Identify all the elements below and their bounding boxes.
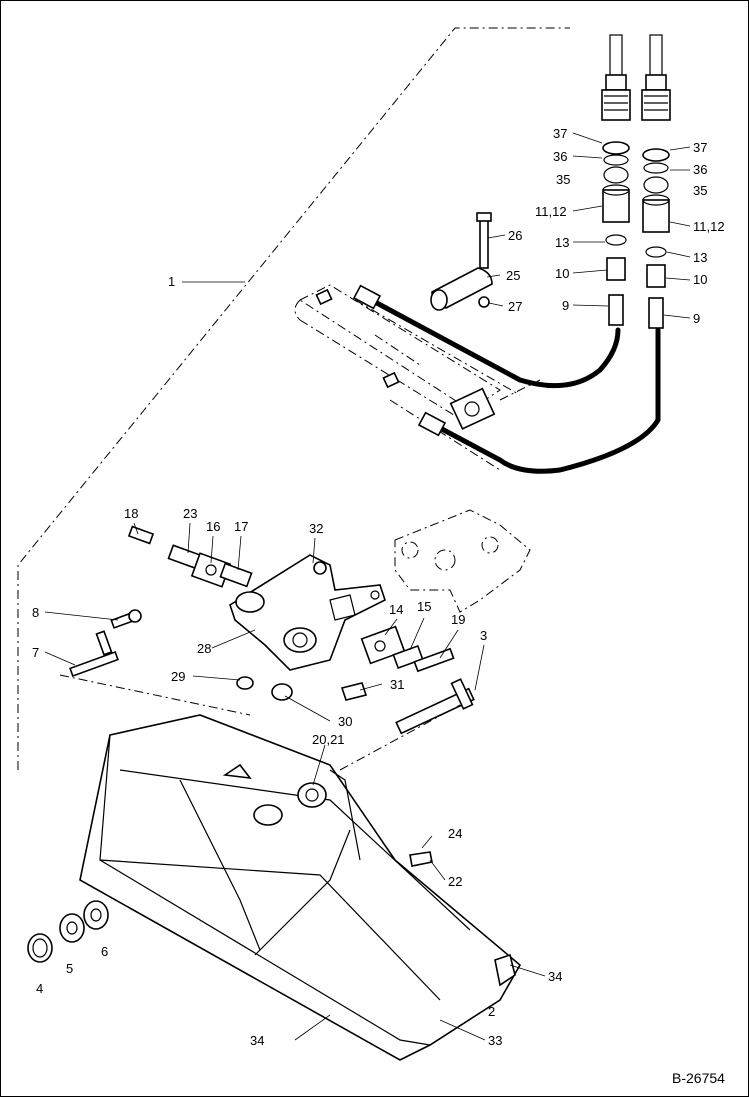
callout-2: 2 — [488, 1004, 495, 1019]
callout-32: 32 — [309, 521, 323, 536]
callout-30: 30 — [338, 714, 352, 729]
callout-9-right: 9 — [693, 311, 700, 326]
callout-26: 26 — [508, 228, 522, 243]
pins-and-bolts — [69, 609, 475, 735]
callout-34-bottom: 34 — [250, 1033, 264, 1048]
callout-29: 29 — [171, 669, 185, 684]
callout-11-12-left: 11,12 — [535, 204, 567, 219]
callout-22: 22 — [448, 874, 462, 889]
callout-36-right: 36 — [693, 162, 707, 177]
quick-coupler-outline — [394, 509, 531, 613]
callout-28: 28 — [197, 641, 211, 656]
callout-33: 33 — [488, 1033, 502, 1048]
callout-18: 18 — [124, 506, 138, 521]
washers — [27, 900, 109, 963]
callout-4: 4 — [36, 981, 43, 996]
drawing-reference-number: B-26754 — [672, 1070, 725, 1086]
callout-19: 19 — [451, 612, 465, 627]
callout-11-12-right: 11,12 — [693, 219, 725, 234]
callout-37-right: 37 — [693, 140, 707, 155]
callout-35-left: 35 — [556, 172, 570, 187]
callout-7: 7 — [32, 645, 39, 660]
callout-31: 31 — [390, 677, 404, 692]
callout-20-21: 20,21 — [312, 732, 345, 747]
callout-14: 14 — [389, 602, 403, 617]
callout-17: 17 — [234, 519, 248, 534]
callout-5: 5 — [66, 961, 73, 976]
tilt-cylinder-outline — [294, 284, 521, 471]
callout-labels: 1 2 3 4 5 6 7 8 9 9 10 10 11,12 11,12 13… — [32, 126, 725, 1048]
callout-13-left: 13 — [555, 235, 569, 250]
callout-34-right: 34 — [548, 969, 562, 984]
callout-36-left: 36 — [553, 149, 567, 164]
leader-lines — [44, 132, 691, 1041]
callout-25: 25 — [506, 268, 520, 283]
callout-27: 27 — [508, 299, 522, 314]
mounting-bracket — [229, 554, 386, 671]
callout-15: 15 — [417, 599, 431, 614]
hydraulic-hoses — [352, 284, 661, 474]
callout-23: 23 — [183, 506, 197, 521]
callout-3: 3 — [480, 628, 487, 643]
callout-37-left: 37 — [553, 126, 567, 141]
callout-9-left: 9 — [562, 298, 569, 313]
assembly-boundary — [17, 27, 570, 770]
callout-10-left: 10 — [555, 266, 569, 281]
coupler-stack-left — [601, 34, 631, 326]
callout-8: 8 — [32, 605, 39, 620]
pin-and-bolt — [430, 212, 493, 311]
callout-6: 6 — [101, 944, 108, 959]
callout-24: 24 — [448, 826, 462, 841]
locking-blocks — [127, 525, 424, 670]
bucket — [79, 714, 522, 1061]
callout-35-right: 35 — [693, 183, 707, 198]
centerlines — [59, 379, 541, 771]
callout-10-right: 10 — [693, 272, 707, 287]
callout-16: 16 — [206, 519, 220, 534]
callout-1: 1 — [168, 274, 175, 289]
coupler-stack-right — [641, 34, 671, 329]
callout-13-right: 13 — [693, 250, 707, 265]
